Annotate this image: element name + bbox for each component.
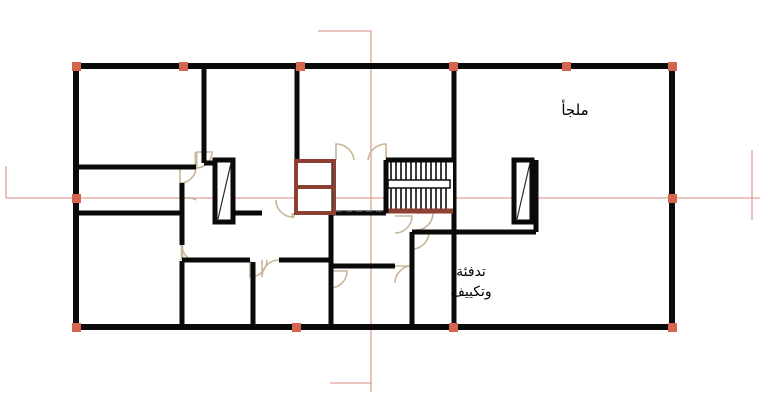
door-swing-corridor bbox=[275, 199, 295, 218]
duct-shaft-right bbox=[511, 157, 535, 225]
room-label-hvac: تدفئة وتكييف bbox=[450, 264, 492, 301]
grid-marker bbox=[296, 62, 305, 71]
grid-marker bbox=[668, 323, 677, 332]
door-swing-hvac-lower bbox=[394, 265, 413, 284]
grid-markers bbox=[72, 62, 677, 332]
door-swing-lower-mid-b bbox=[261, 259, 280, 278]
grid-marker bbox=[668, 62, 677, 71]
interior-walls bbox=[76, 66, 539, 327]
door-swing-center-left bbox=[335, 143, 355, 161]
door-swing-stair-exit bbox=[415, 212, 434, 231]
door-swing-lobby bbox=[411, 230, 430, 250]
door-swing-hvac-upper bbox=[394, 215, 413, 234]
elevator-shaft bbox=[294, 159, 336, 215]
grid-marker bbox=[72, 323, 81, 332]
axis-lines bbox=[5, 30, 760, 392]
room-label-shelter: ملجأ bbox=[561, 101, 589, 119]
duct-shafts bbox=[212, 157, 535, 225]
grid-marker bbox=[668, 194, 677, 203]
duct-shaft-left bbox=[212, 157, 236, 225]
grid-marker bbox=[72, 62, 81, 71]
grid-marker bbox=[72, 194, 81, 203]
grid-marker bbox=[562, 62, 571, 71]
door-swing-center-right bbox=[367, 143, 387, 161]
staircase bbox=[383, 157, 453, 214]
grid-marker bbox=[449, 62, 458, 71]
door-swing-lower-mid-a bbox=[249, 259, 268, 278]
stair-handrail bbox=[387, 179, 451, 189]
grid-marker bbox=[292, 323, 301, 332]
grid-marker bbox=[179, 62, 188, 71]
grid-marker bbox=[449, 323, 458, 332]
